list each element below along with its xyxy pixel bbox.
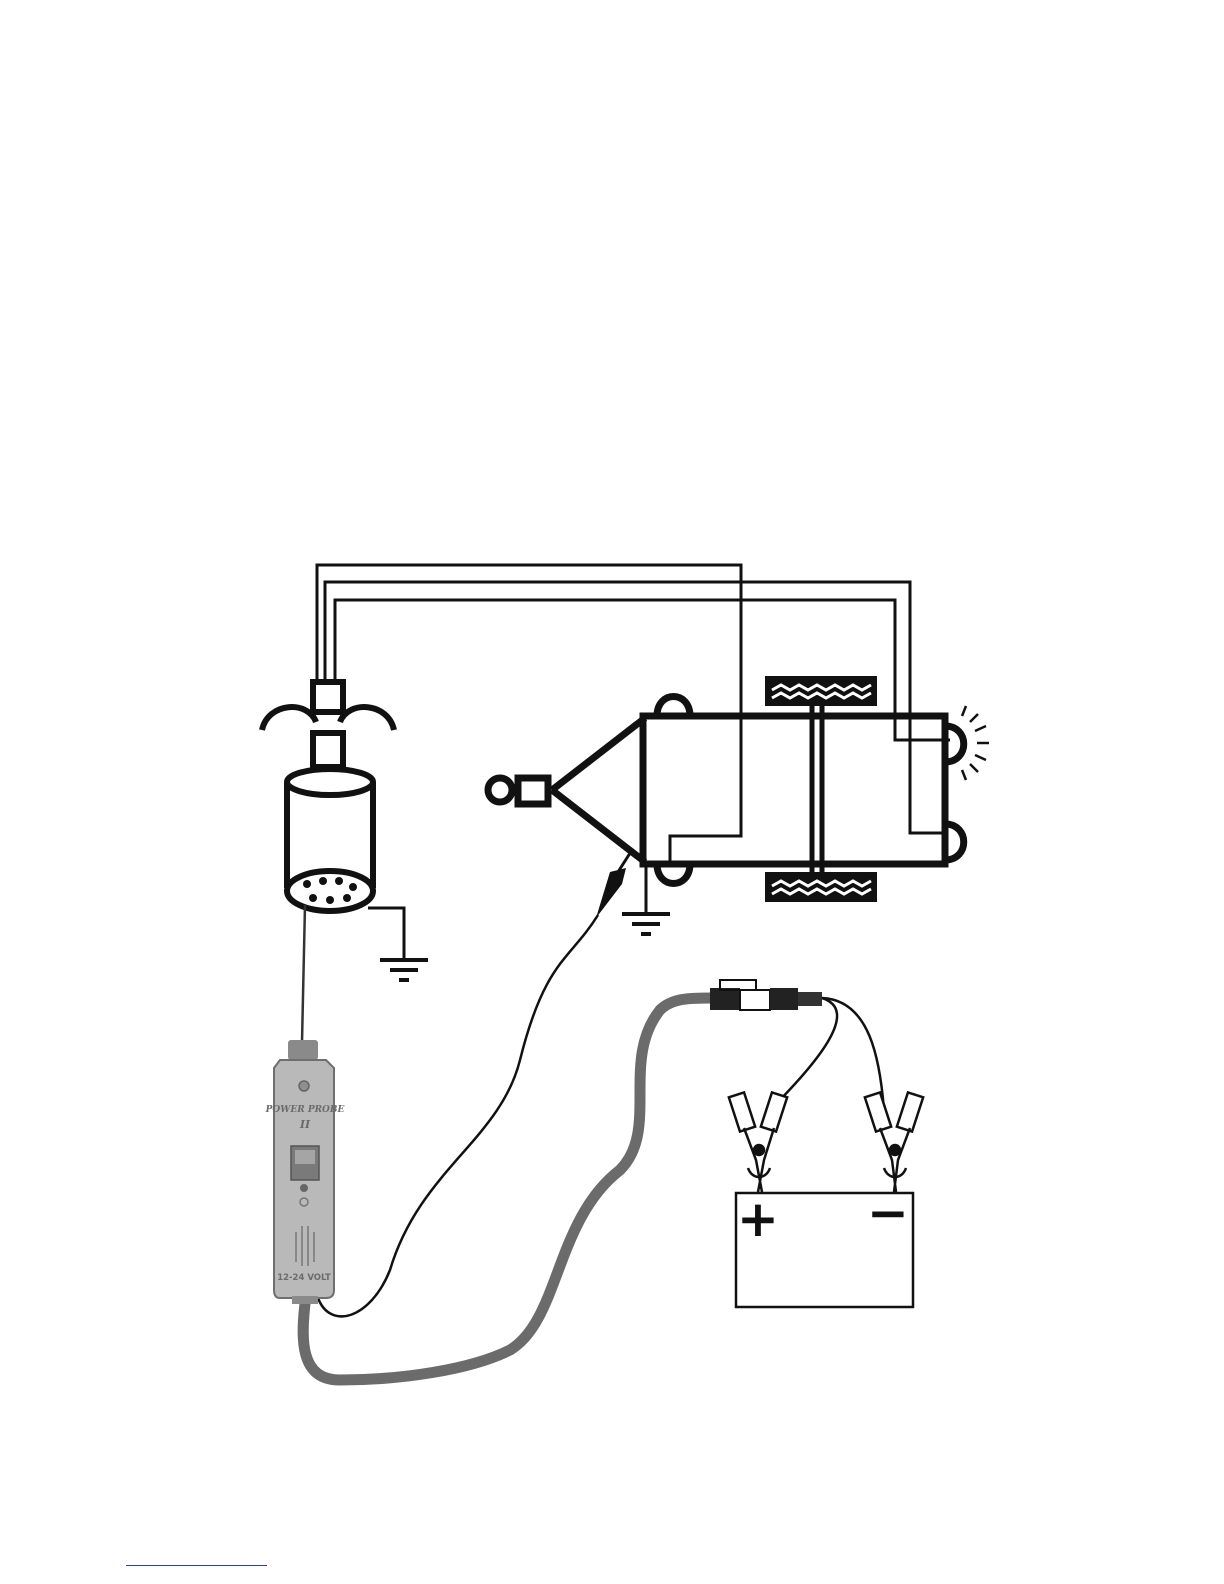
ground-clip <box>596 850 632 918</box>
lead-positive <box>770 998 837 1110</box>
trailer <box>488 697 964 884</box>
probe-voltage: 12-24 VOLT <box>277 1273 331 1283</box>
battery-positive-label: + <box>737 1190 779 1248</box>
cable-connector <box>710 980 822 1010</box>
plug-neck-upper <box>313 682 343 712</box>
plug-handle-right <box>340 707 394 730</box>
power-probe-icon: POWER PROBE II 12-24 VOLT <box>265 1040 345 1304</box>
trailer-plug-icon <box>262 682 394 911</box>
power-cable <box>303 998 712 1380</box>
probe-model: II <box>299 1118 311 1131</box>
footer-rule <box>126 1565 267 1566</box>
ground-lead-wire <box>318 915 598 1316</box>
probe-indicator-light <box>299 1081 309 1091</box>
trailer-tongue-upper <box>552 718 645 790</box>
plug-handle-left <box>262 707 316 730</box>
battery: + − <box>736 1184 913 1307</box>
plug-pins <box>303 877 357 904</box>
battery-leads <box>770 998 884 1110</box>
battery-clamp-icon <box>729 1092 923 1192</box>
probe-tip <box>302 905 305 1042</box>
plug-body-top <box>287 769 373 795</box>
probe-brand: POWER PROBE <box>265 1105 345 1115</box>
tyre-top <box>765 676 877 706</box>
tyre-bottom <box>765 872 877 902</box>
battery-negative-label: − <box>867 1184 909 1242</box>
plug-neck-lower <box>313 733 343 767</box>
trailer-frame <box>643 716 945 864</box>
harness-wire-2 <box>325 582 945 833</box>
hitch-ball <box>488 778 512 802</box>
hitch-coupler <box>518 778 548 804</box>
ground-symbol-icon <box>368 908 428 980</box>
plug-face <box>287 871 373 911</box>
